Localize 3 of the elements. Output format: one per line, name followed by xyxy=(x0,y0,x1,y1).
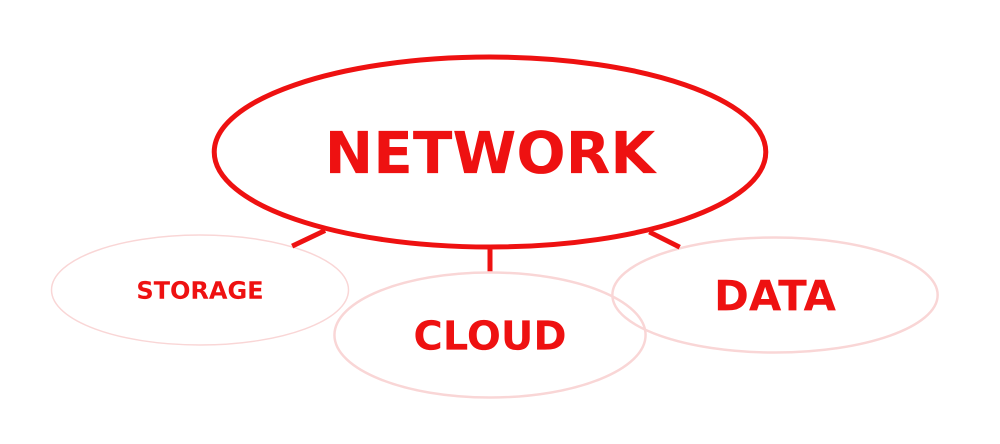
connector-line xyxy=(648,230,681,250)
connector-line xyxy=(291,228,326,248)
connector-line xyxy=(488,250,492,272)
